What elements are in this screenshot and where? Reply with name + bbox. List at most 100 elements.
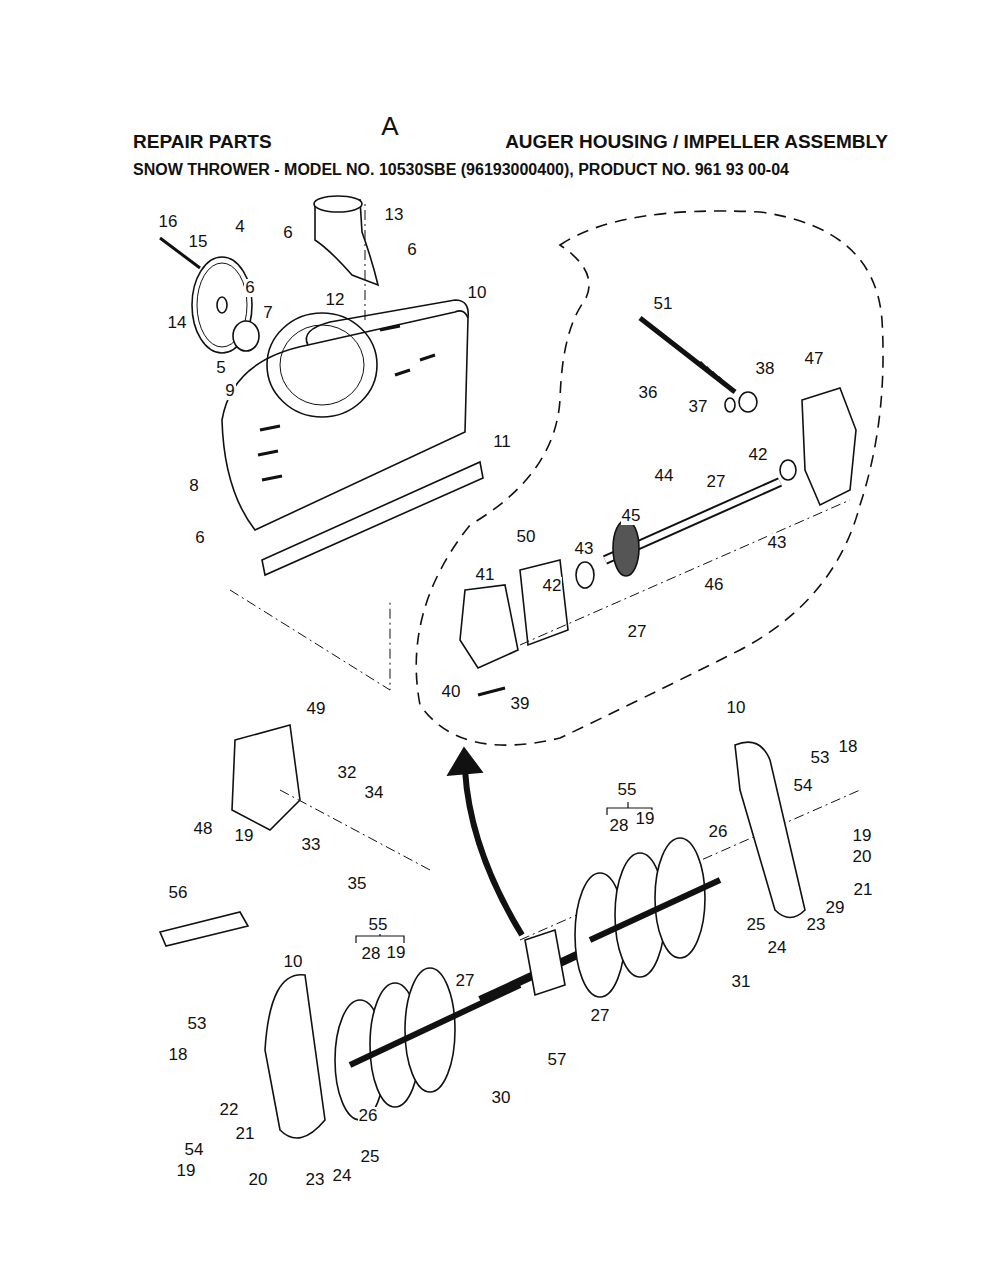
housing-slots: [258, 326, 435, 480]
callout-number: 56: [168, 884, 189, 903]
callout-number: 38: [755, 360, 776, 379]
worm: [700, 362, 724, 383]
callout-number: 29: [825, 899, 846, 918]
callout-number: 43: [767, 534, 788, 553]
callout-number: 21: [853, 881, 874, 900]
heading-text: SNOW THROWER - MODEL NO. 10530SBE (96193…: [133, 161, 789, 179]
callout-number: 8: [188, 477, 199, 496]
callout-number: 20: [852, 848, 873, 867]
callout-number: 6: [244, 279, 255, 298]
callout-number: 19: [234, 827, 255, 846]
callout-number: 23: [806, 916, 827, 935]
callout-number: 57: [547, 1051, 568, 1070]
heading-text: REPAIR PARTS: [133, 132, 272, 153]
callout-number: 37: [688, 398, 709, 417]
callout-number: 20: [248, 1171, 269, 1190]
detail-axis: [520, 500, 850, 645]
callout-number: 6: [282, 224, 293, 243]
callout-number: 7: [262, 304, 273, 323]
pulley-hub: [217, 297, 227, 313]
callout-number: 11: [492, 433, 512, 452]
impeller-housing: [267, 313, 377, 417]
callout-number: 47: [804, 350, 825, 369]
auger-right: [575, 838, 720, 997]
callout-number: 35: [347, 875, 368, 894]
chute-top: [314, 196, 362, 212]
callout-number: 34: [364, 784, 385, 803]
callout-number: 55: [368, 916, 389, 935]
callout-number: 42: [748, 446, 769, 465]
callout-number: 12: [325, 291, 346, 310]
callout-number: 6: [194, 529, 205, 548]
scraper-bar: [262, 462, 483, 575]
callout-number: 36: [638, 384, 659, 403]
side-plate-right: [735, 742, 805, 917]
callout-number: 14: [167, 314, 188, 333]
callout-number: 24: [767, 939, 788, 958]
worm-nut: [739, 392, 757, 412]
callout-number: 45: [621, 507, 642, 526]
callout-number: 48: [193, 820, 214, 839]
gearbox-half-left: [460, 585, 518, 668]
callout-number: 28: [609, 817, 630, 836]
callout-number: 50: [516, 528, 537, 547]
callout-number: 15: [188, 233, 209, 252]
callout-number: 53: [810, 749, 831, 768]
detail-loop: [416, 211, 883, 745]
callout-number: 19: [635, 810, 656, 829]
callout-number: 27: [455, 972, 476, 991]
callout-number: 26: [708, 823, 729, 842]
callout-number: 24: [332, 1167, 353, 1186]
callout-number: 19: [852, 827, 873, 846]
callout-number: 18: [838, 738, 859, 757]
callout-number: 41: [475, 566, 496, 585]
callout-number: 5: [215, 359, 226, 378]
callout-number: 27: [627, 623, 648, 642]
callout-number: 4: [234, 218, 245, 237]
center-gearbox: [525, 930, 565, 995]
callout-number: 28: [361, 945, 382, 964]
heading-text: A: [381, 112, 398, 141]
side-plate-left: [265, 975, 325, 1138]
impeller-opening: [280, 325, 364, 405]
detail-arrow: [465, 770, 522, 935]
callout-number: 55: [617, 781, 638, 800]
callout-number: 9: [224, 382, 235, 401]
callout-number: 10: [467, 284, 488, 303]
callout-number: 32: [337, 764, 358, 783]
callout-number: 54: [184, 1141, 205, 1160]
callout-number: 27: [706, 473, 727, 492]
callout-number: 16: [158, 213, 179, 232]
hub: [233, 321, 259, 351]
arrowhead: [448, 748, 482, 775]
callout-number: 53: [187, 1015, 208, 1034]
callout-number: 25: [746, 916, 767, 935]
callout-number: 23: [305, 1171, 326, 1190]
callout-number: 18: [168, 1046, 189, 1065]
callout-number: 10: [726, 699, 747, 718]
chute: [315, 200, 378, 285]
callout-number: 31: [731, 973, 752, 992]
thrust-washer: [725, 398, 735, 412]
worm-shaft: [640, 318, 735, 392]
gearbox-half-right: [802, 388, 856, 505]
callout-number: 10: [283, 953, 304, 972]
gear: [613, 520, 639, 576]
callout-number: 51: [653, 295, 674, 314]
impeller-housing-side: [232, 725, 300, 830]
bearing: [780, 460, 796, 480]
callout-number: 27: [590, 1007, 611, 1026]
mount-plate: [160, 912, 248, 946]
heading-text: AUGER HOUSING / IMPELLER ASSEMBLY: [505, 132, 888, 153]
callout-number: 44: [654, 467, 675, 486]
callout-number: 21: [235, 1125, 256, 1144]
callout-number: 54: [793, 777, 814, 796]
assembly-phantom-line: [230, 200, 390, 690]
callout-number: 19: [176, 1162, 197, 1181]
callout-number: 42: [542, 577, 563, 596]
callout-number: 43: [574, 540, 595, 559]
callout-number: 13: [384, 206, 405, 225]
gasket: [520, 560, 568, 645]
callout-number: 22: [219, 1101, 240, 1120]
